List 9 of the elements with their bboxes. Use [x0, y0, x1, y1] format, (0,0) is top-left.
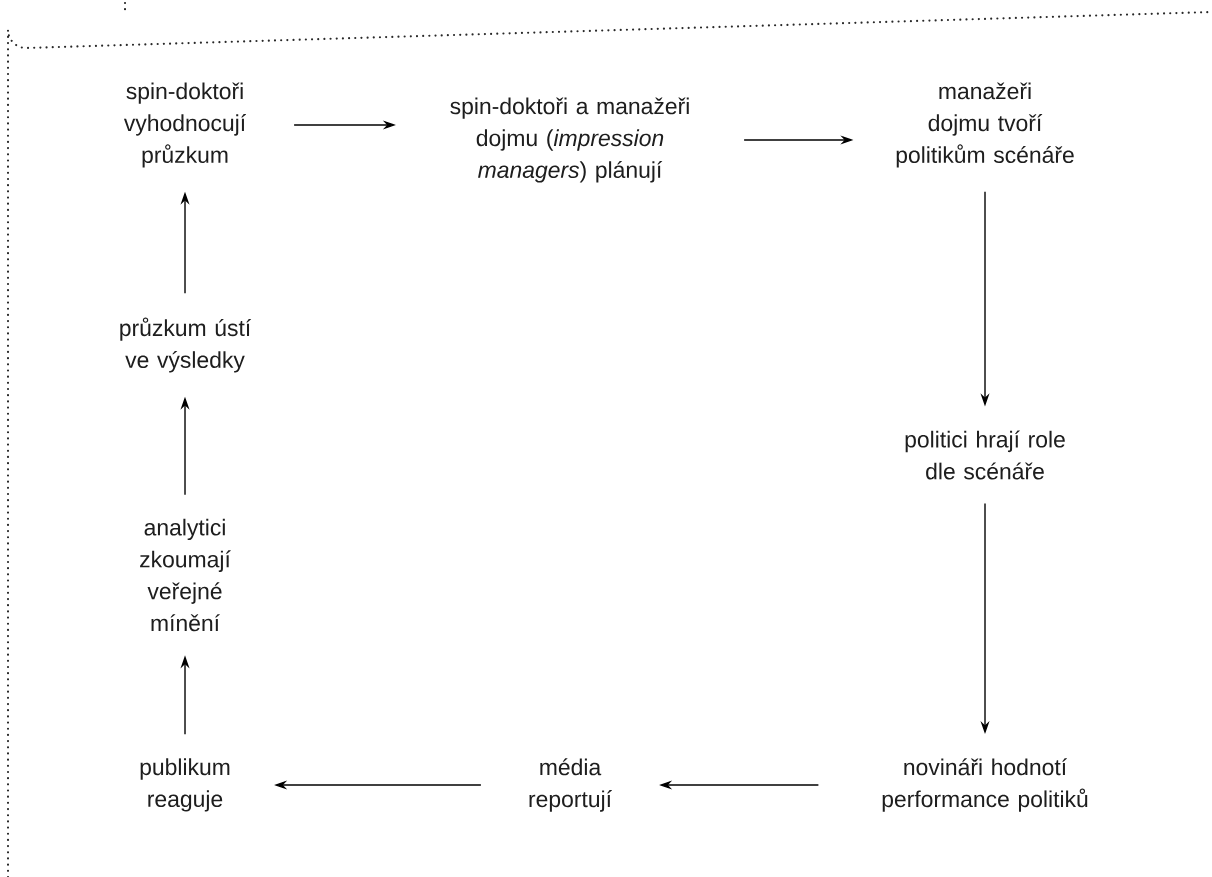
step-text: publikum reaguje: [140, 758, 230, 812]
step-text: průzkum ústí ve výsledky: [120, 317, 252, 373]
step-text: analytici zkoumají veřejné mínění: [140, 518, 231, 632]
step-text: novináři hodnotí performance politiků: [882, 758, 1088, 812]
step-text: média reportují: [529, 758, 612, 812]
step-text: politici hrají role dle scénáře: [905, 430, 1065, 480]
step-text: manažeři dojmu tvoří politikům scénáře: [896, 82, 1074, 168]
step-text: spin-doktoři a manažeři dojmu (impression managers) plánují: [450, 97, 689, 183]
step-text: spin-doktoři vyhodnocují průzkum: [123, 82, 246, 168]
